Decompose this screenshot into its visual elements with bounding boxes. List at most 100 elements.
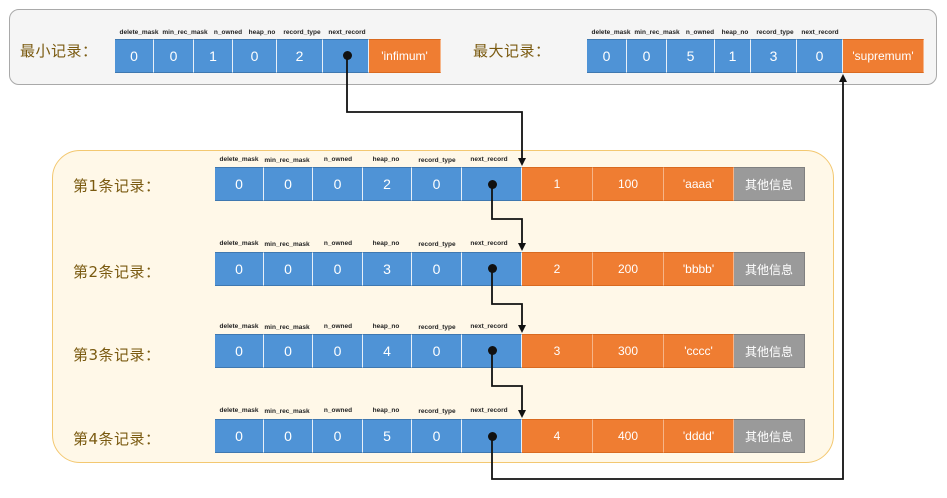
- record-2-pointer-dot: [488, 264, 497, 273]
- record-1-col-3: 'aaaa': [664, 167, 734, 201]
- record-3-header-n-owned: n_owned: [323, 323, 353, 330]
- record-2-header-min-rec-mask: min_rec_mask: [264, 241, 310, 248]
- infimum-header-min-rec-mask: min_rec_mask: [162, 29, 208, 36]
- pointer-infimum-to-record-1: [346, 55, 526, 166]
- pointer-record-3-to-record-4: [491, 350, 526, 418]
- supremum-header-delete-mask: delete_mask: [591, 29, 631, 36]
- record-4-header-next-record: next_record: [470, 407, 508, 414]
- record-3-pointer-dot: [488, 346, 497, 355]
- record-1-n-owned: 0: [313, 167, 363, 201]
- record-4-header-min-rec-mask: min_rec_mask: [264, 408, 310, 415]
- record-4-other-info: 其他信息: [734, 419, 805, 453]
- infimum-min-rec-mask: 0: [154, 39, 194, 73]
- supremum-header-heap-no: heap_no: [721, 29, 749, 36]
- record-1-header-n-owned: n_owned: [323, 156, 353, 163]
- record-4-col-3: 'dddd': [664, 419, 734, 453]
- supremum-delete-mask: 0: [587, 39, 627, 73]
- record-2-n-owned: 0: [313, 252, 363, 286]
- record-2-min-rec-mask: 0: [264, 252, 313, 286]
- record-4-min-rec-mask: 0: [264, 419, 313, 453]
- user-records-panel: [52, 150, 834, 463]
- record-3-label: 第3条记录：: [73, 346, 161, 364]
- pointer-record-1-to-record-2: [491, 184, 526, 251]
- supremum-header-min-rec-mask: min_rec_mask: [634, 29, 680, 36]
- pointer-record-4-to-supremum: [491, 74, 847, 480]
- record-4-heap-no: 5: [363, 419, 412, 453]
- record-1-header-heap-no: heap_no: [372, 156, 400, 163]
- record-4-header-delete-mask: delete_mask: [219, 407, 259, 414]
- record-4-header-record-type: record_type: [418, 408, 456, 415]
- record-3-col-1: 3: [522, 334, 593, 368]
- record-1-header-record-type: record_type: [418, 157, 456, 164]
- record-3-delete-mask: 0: [215, 334, 264, 368]
- supremum-next-record: 0: [797, 39, 843, 73]
- record-4-header-heap-no: heap_no: [372, 407, 400, 414]
- record-3-heap-no: 4: [363, 334, 412, 368]
- supremum-header-next-record: next_record: [801, 29, 839, 36]
- record-2-col-3: 'bbbb': [664, 252, 734, 286]
- record-2-header-n-owned: n_owned: [323, 240, 353, 247]
- supremum-label: 最大记录：: [473, 42, 551, 60]
- infimum-heap-no: 0: [233, 39, 277, 73]
- record-4-pointer-dot: [488, 432, 497, 441]
- record-2-label: 第2条记录：: [73, 263, 161, 281]
- record-2-col-2: 200: [593, 252, 664, 286]
- record-3-col-3: 'cccc': [664, 334, 734, 368]
- record-3-header-min-rec-mask: min_rec_mask: [264, 324, 310, 331]
- record-4-header-n-owned: n_owned: [323, 407, 353, 414]
- record-4-delete-mask: 0: [215, 419, 264, 453]
- record-2-header-heap-no: heap_no: [372, 240, 400, 247]
- record-1-pointer-dot: [488, 180, 497, 189]
- infimum-pointer-dot: [343, 51, 352, 60]
- infimum-header-delete-mask: delete_mask: [119, 29, 159, 36]
- infimum-header-record-type: record_type: [283, 29, 321, 36]
- record-2-other-info: 其他信息: [734, 252, 805, 286]
- infimum-header-n-owned: n_owned: [213, 29, 243, 36]
- record-1-header-min-rec-mask: min_rec_mask: [264, 157, 310, 164]
- record-1-delete-mask: 0: [215, 167, 264, 201]
- record-2-header-record-type: record_type: [418, 241, 456, 248]
- supremum-header-n-owned: n_owned: [685, 29, 715, 36]
- record-1-min-rec-mask: 0: [264, 167, 313, 201]
- record-4-n-owned: 0: [313, 419, 363, 453]
- record-4-col-1: 4: [522, 419, 593, 453]
- record-2-record-type: 0: [412, 252, 462, 286]
- supremum-heap-no: 1: [715, 39, 751, 73]
- record-3-record-type: 0: [412, 334, 462, 368]
- infimum-header-next-record: next_record: [328, 29, 366, 36]
- infimum-record-type: 2: [277, 39, 323, 73]
- record-3-col-2: 300: [593, 334, 664, 368]
- record-4-record-type: 0: [412, 419, 462, 453]
- infimum-n-owned: 1: [194, 39, 233, 73]
- record-2-delete-mask: 0: [215, 252, 264, 286]
- record-2-heap-no: 3: [363, 252, 412, 286]
- record-4-label: 第4条记录：: [73, 430, 161, 448]
- record-3-header-heap-no: heap_no: [372, 323, 400, 330]
- infimum-delete-mask: 0: [115, 39, 154, 73]
- infimum-header-heap-no: heap_no: [248, 29, 276, 36]
- record-3-n-owned: 0: [313, 334, 363, 368]
- record-2-header-next-record: next_record: [470, 240, 508, 247]
- record-1-record-type: 0: [412, 167, 462, 201]
- record-1-header-delete-mask: delete_mask: [219, 156, 259, 163]
- supremum-min-rec-mask: 0: [627, 39, 667, 73]
- supremum-header-record-type: record_type: [756, 29, 794, 36]
- record-4-col-2: 400: [593, 419, 664, 453]
- infimum-label: 最小记录：: [20, 42, 98, 60]
- supremum-n-owned: 5: [667, 39, 715, 73]
- record-1-header-next-record: next_record: [470, 156, 508, 163]
- infimum-tag: 'infimum': [369, 39, 441, 73]
- record-1-col-2: 100: [593, 167, 664, 201]
- record-3-header-next-record: next_record: [470, 323, 508, 330]
- record-3-header-record-type: record_type: [418, 324, 456, 331]
- record-2-col-1: 2: [522, 252, 593, 286]
- record-3-min-rec-mask: 0: [264, 334, 313, 368]
- record-1-other-info: 其他信息: [734, 167, 805, 201]
- pointer-record-2-to-record-3: [491, 268, 526, 333]
- record-1-col-1: 1: [522, 167, 593, 201]
- supremum-tag: 'supremum': [843, 39, 924, 73]
- record-2-header-delete-mask: delete_mask: [219, 240, 259, 247]
- record-1-heap-no: 2: [363, 167, 412, 201]
- record-3-header-delete-mask: delete_mask: [219, 323, 259, 330]
